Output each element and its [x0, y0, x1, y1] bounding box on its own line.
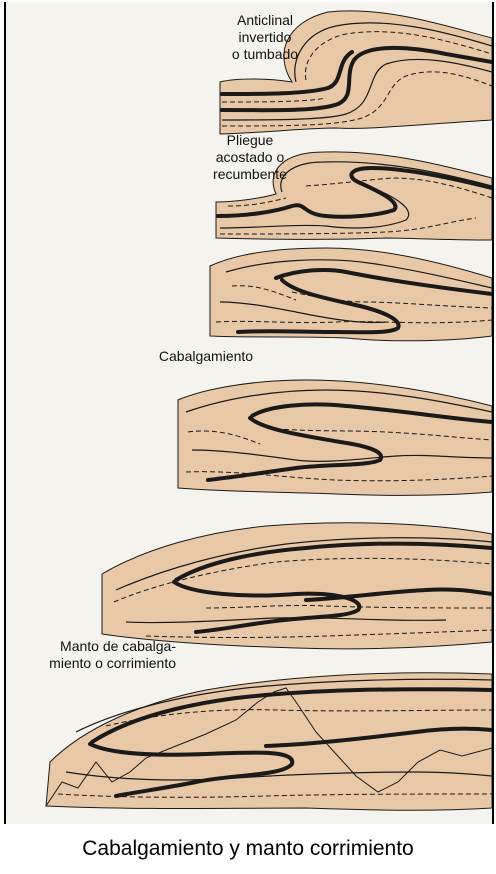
label-line: o tumbado — [206, 46, 324, 63]
stage-pliegue-acostado-cerrado — [210, 248, 492, 341]
label-line: acostado o — [198, 149, 302, 166]
rock-body — [210, 248, 492, 341]
label-line: Pliegue — [198, 132, 302, 149]
label-pliegue-acostado: Pliegue acostado o recumbente — [198, 132, 302, 183]
label-line: Cabalgamiento — [154, 348, 258, 365]
label-manto-corrimiento: Manto de cabalga- miento o corrimiento — [6, 638, 176, 672]
label-line: Manto de cabalga- — [6, 638, 176, 655]
label-line: miento o corrimiento — [6, 655, 176, 672]
label-line: Anticlinal — [206, 12, 324, 29]
stage-cabalgamiento-avanzado — [102, 523, 492, 649]
label-line: recumbente — [198, 166, 302, 183]
fold-diagram — [6, 2, 492, 824]
label-line: invertido — [206, 29, 324, 46]
illustration-panel: Anticlinal invertido o tumbado Pliegue a… — [4, 2, 494, 824]
stage-cabalgamiento — [178, 380, 492, 495]
label-cabalgamiento: Cabalgamiento — [154, 348, 258, 365]
stage-manto-corrimiento — [46, 673, 492, 811]
label-anticlinal-invertido: Anticlinal invertido o tumbado — [206, 12, 324, 63]
figure-caption: Cabalgamiento y manto corrimiento — [0, 824, 496, 874]
